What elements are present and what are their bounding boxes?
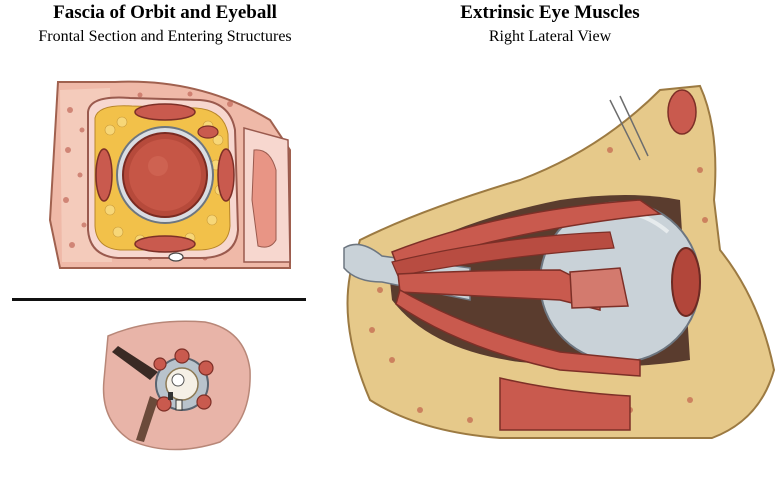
orbit-frontal-section-illustration	[48, 80, 291, 269]
right-panel-title: Extrinsic Eye Muscles	[460, 2, 640, 23]
left-panel-title: Fascia of Orbit and Eyeball	[53, 2, 277, 23]
right-panel-subtitle: Right Lateral View	[488, 28, 612, 45]
panel-divider-line	[12, 298, 306, 301]
orbital-apex-illustration	[102, 320, 251, 451]
extrinsic-eye-muscles-illustration	[343, 84, 776, 439]
left-panel-subtitle: Frontal Section and Entering Structures	[38, 28, 292, 45]
